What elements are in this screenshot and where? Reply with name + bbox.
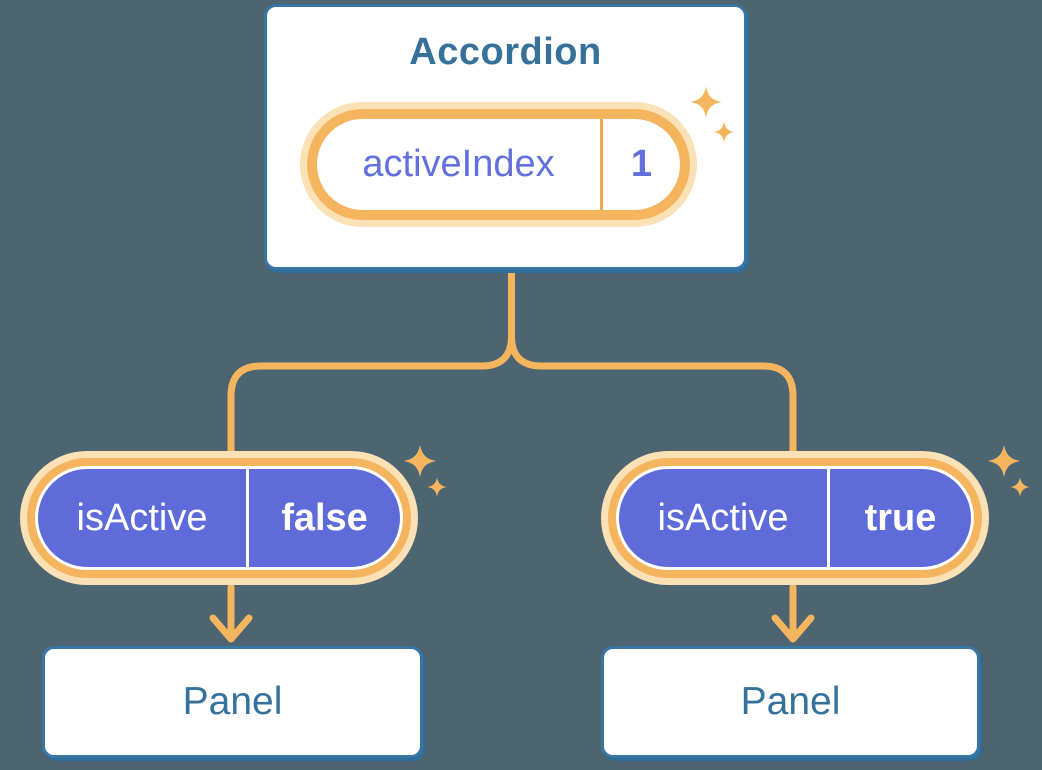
prop-pill-value: false [281,496,368,539]
prop-pill-name: isActive [657,496,789,539]
accordion-title: Accordion [409,31,602,73]
arrow-left-head-icon [209,614,253,643]
prop-pill-value: true [864,496,937,539]
connector-accordion-to-left [227,268,515,464]
panel-node-right: Panel [601,646,980,758]
prop-pill-divider [246,469,249,567]
state-pill-value: 1 [630,143,653,185]
panel-title: Panel [740,680,841,723]
connector-accordion-to-right [508,268,797,464]
prop-pill-divider [827,469,830,567]
prop-pill-name: isActive [76,496,208,539]
state-pill-name: activeIndex [362,143,555,185]
arrow-right-head-icon [771,614,815,643]
panel-node-left: Panel [42,646,423,758]
prop-pill-isactive-true: isActive true [616,466,974,570]
prop-pill-isactive-false: isActive false [35,466,403,570]
state-pill-activeindex: activeIndex 1 [307,109,690,220]
panel-title: Panel [182,680,283,723]
state-pill-divider [600,119,603,210]
